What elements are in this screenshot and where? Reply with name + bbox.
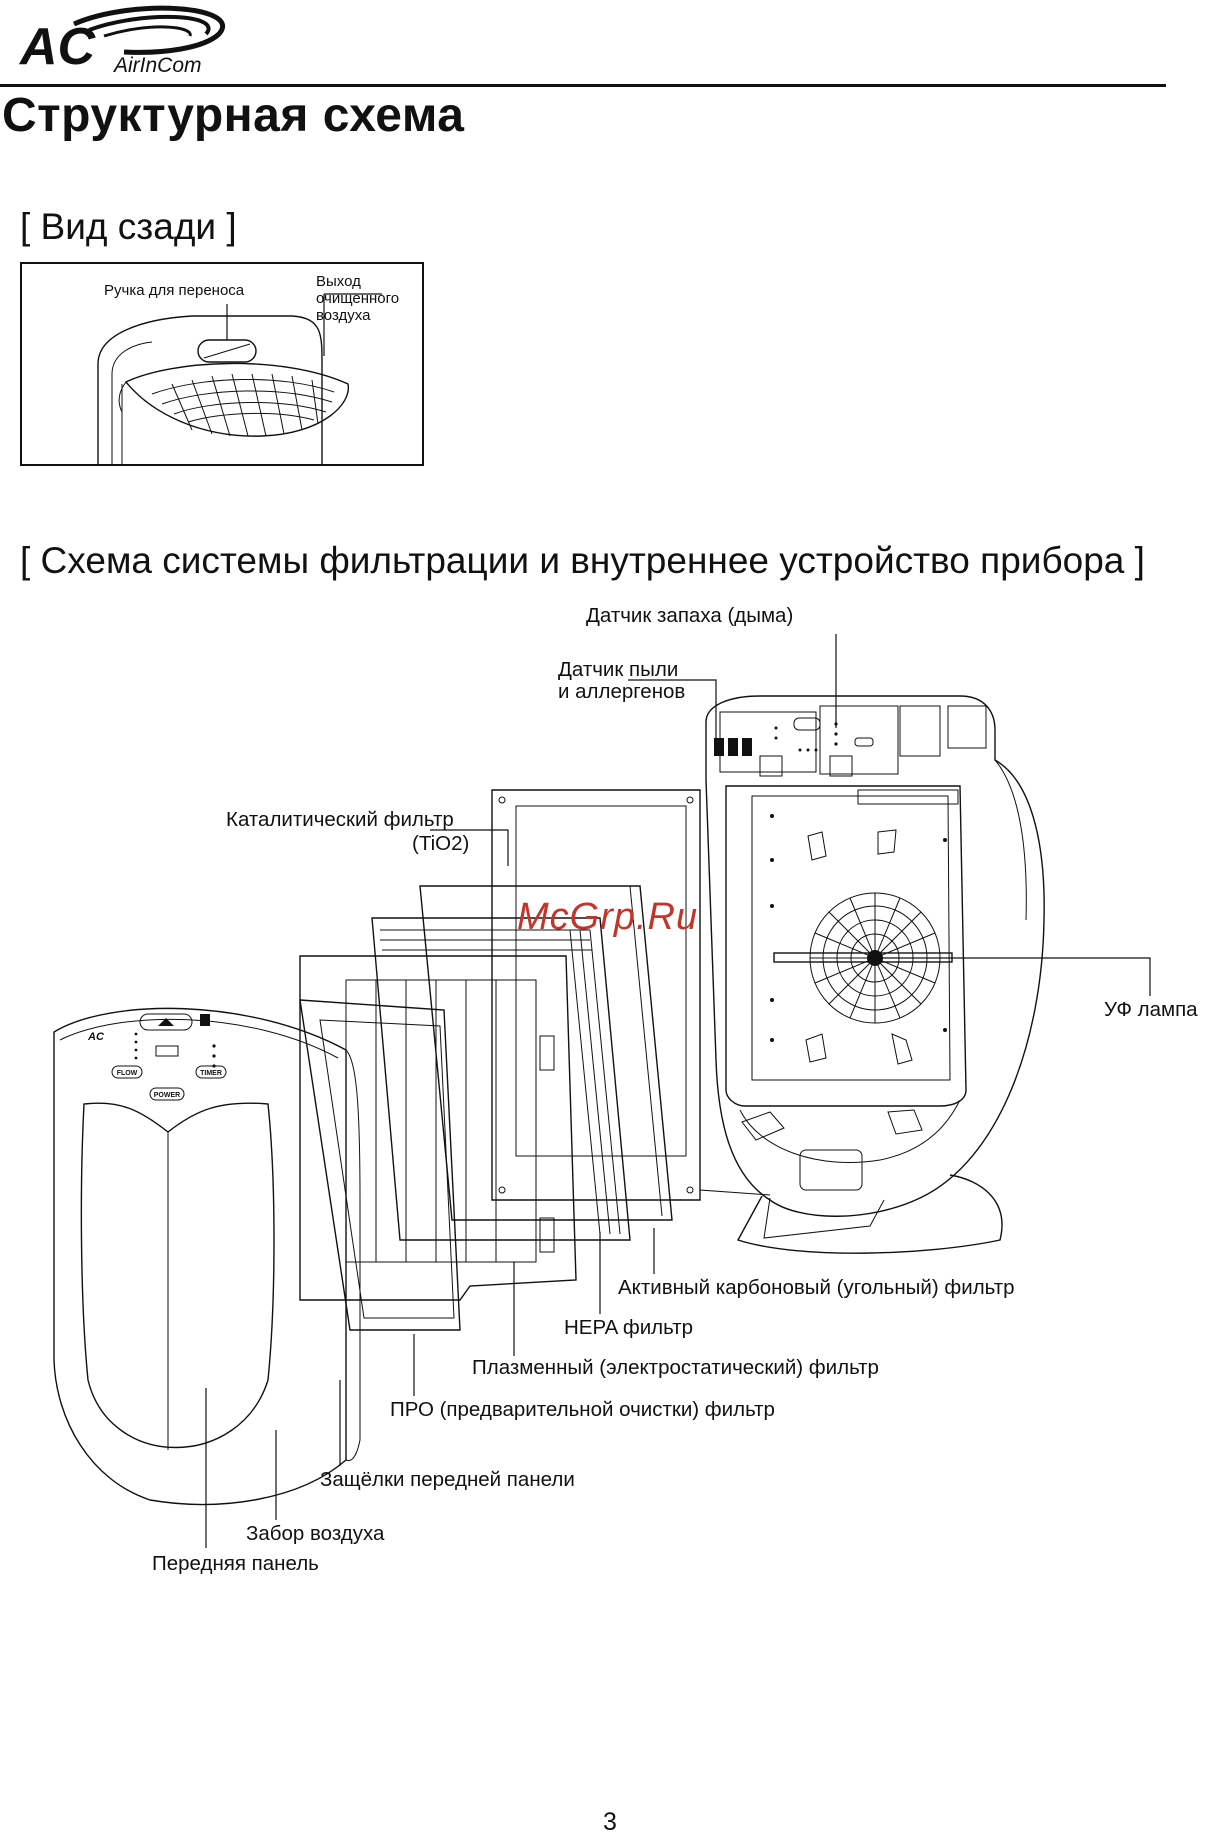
plasma-filter-label: Плазменный (электростатический) фильтр <box>472 1356 879 1379</box>
dust-sensor <box>714 738 752 756</box>
dust-sensor-label-line2: и аллергенов <box>558 680 686 703</box>
brand-name: AirInCom <box>112 54 202 76</box>
odor-sensor-label: Датчик запаха (дыма) <box>586 604 794 627</box>
brand-mark: AC <box>18 18 97 76</box>
rear-grille <box>151 373 335 437</box>
handle-label: Ручка для переноса <box>104 282 245 299</box>
hepa-filter <box>371 917 631 1241</box>
pre-filter <box>299 999 461 1331</box>
hepa-filter-label: HEPA фильтр <box>564 1316 694 1339</box>
power-button[interactable] <box>149 1087 185 1101</box>
dust-sensor-label-line1: Датчик пыли <box>558 658 679 681</box>
filtration-heading: [ Схема системы фильтрации и внутреннее … <box>20 540 1145 581</box>
catalytic-filter <box>491 789 701 1201</box>
carbon-filter-label: Активный карбоновый (угольный) фильтр <box>618 1276 1015 1299</box>
timer-button-label: TIMER <box>200 1070 222 1077</box>
catalytic-filter-label-line2: (TiO2) <box>412 832 470 855</box>
front-latches-label: Защёлки передней панели <box>320 1468 575 1491</box>
brand-logo: AC AirInCom <box>14 4 244 77</box>
outlet-label-line1: Выход <box>316 273 361 290</box>
flow-button[interactable] <box>111 1065 143 1079</box>
page-title: Структурная схема <box>2 89 465 142</box>
carbon-filter <box>419 885 673 1221</box>
uv-lamp-label: УФ лампа <box>1104 998 1198 1021</box>
outlet-label-line3: воздуха <box>316 307 371 324</box>
odor-sensor <box>774 717 874 752</box>
page-number: 3 <box>603 1808 617 1836</box>
pre-filter-label: ПРО (предварительной очистки) фильтр <box>390 1398 775 1421</box>
leader-lines <box>205 634 1151 1548</box>
front-panel-label: Передняя панель <box>152 1552 319 1575</box>
main-housing <box>699 695 1045 1254</box>
rear-view-heading: [ Вид сзади ] <box>20 206 237 247</box>
control-panel: FLOW TIMER POWER AC <box>87 1013 227 1101</box>
flow-button-label: FLOW <box>117 1070 138 1077</box>
rear-view-figure: Ручка для переноса Выход очищенного возд… <box>20 262 424 466</box>
catalytic-filter-label-line1: Каталитический фильтр <box>226 808 454 831</box>
header-divider <box>0 84 1166 87</box>
power-button-label: POWER <box>154 1092 180 1099</box>
rear-view-illustration: Ручка для переноса Выход очищенного возд… <box>97 273 399 464</box>
exploded-diagram: FLOW TIMER POWER AC <box>53 634 1151 1548</box>
air-intake-label: Забор воздуха <box>246 1522 385 1545</box>
timer-button[interactable] <box>195 1065 227 1079</box>
brand-logo-graphic: AC AirInCom <box>18 5 225 77</box>
plasma-filter <box>299 955 577 1301</box>
watermark: McGrp.Ru <box>517 896 699 938</box>
outlet-label-line2: очищенного <box>316 290 399 307</box>
panel-brand-mark: AC <box>87 1031 105 1043</box>
front-panel: FLOW TIMER POWER AC <box>53 1007 361 1506</box>
